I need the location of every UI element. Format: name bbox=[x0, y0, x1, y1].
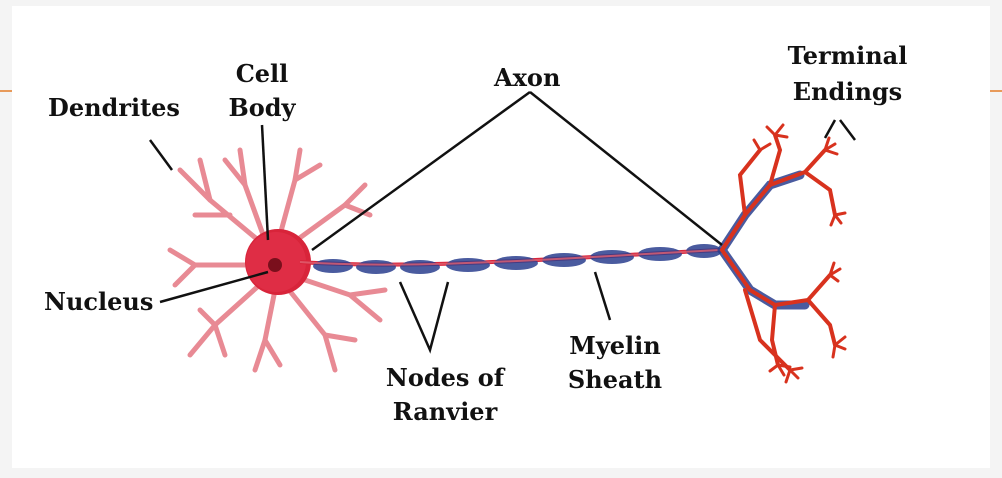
cell-body-leader bbox=[260, 124, 270, 241]
diagram-panel bbox=[12, 6, 990, 468]
nodes-leader bbox=[398, 281, 450, 354]
myelin-sheath-segments bbox=[313, 244, 722, 274]
label-myelin-line1: Myelin bbox=[569, 331, 661, 360]
myelin-leader bbox=[593, 271, 612, 321]
label-dendrites: Dendrites bbox=[48, 93, 180, 122]
cell-body-shape bbox=[245, 229, 311, 295]
terminal-leader-right bbox=[839, 119, 856, 141]
label-terminal-line2: Endings bbox=[792, 77, 903, 106]
axon-leader-right bbox=[529, 91, 723, 246]
label-nucleus: Nucleus bbox=[44, 287, 154, 316]
dendrites-leader bbox=[148, 139, 174, 171]
dendrites-shape bbox=[167, 147, 388, 373]
label-terminal-line1: Terminal bbox=[787, 41, 908, 70]
terminal-leader-left bbox=[823, 119, 837, 139]
label-myelin-line2: Sheath bbox=[567, 365, 663, 394]
terminal-endings-shape bbox=[717, 123, 847, 384]
label-axon: Axon bbox=[494, 63, 561, 92]
nucleus-leader bbox=[159, 270, 269, 304]
label-cell-body-line1: Cell bbox=[235, 59, 289, 88]
label-nodes-line2: Ranvier bbox=[392, 397, 498, 426]
label-cell-body-line2: Body bbox=[228, 93, 296, 122]
label-nodes-line1: Nodes of bbox=[385, 363, 505, 392]
accent-rule-right bbox=[990, 90, 1002, 92]
nucleus-shape bbox=[268, 258, 282, 272]
axon-leader-left bbox=[311, 90, 531, 252]
accent-rule-left bbox=[0, 90, 12, 92]
leader-lines bbox=[148, 90, 856, 354]
